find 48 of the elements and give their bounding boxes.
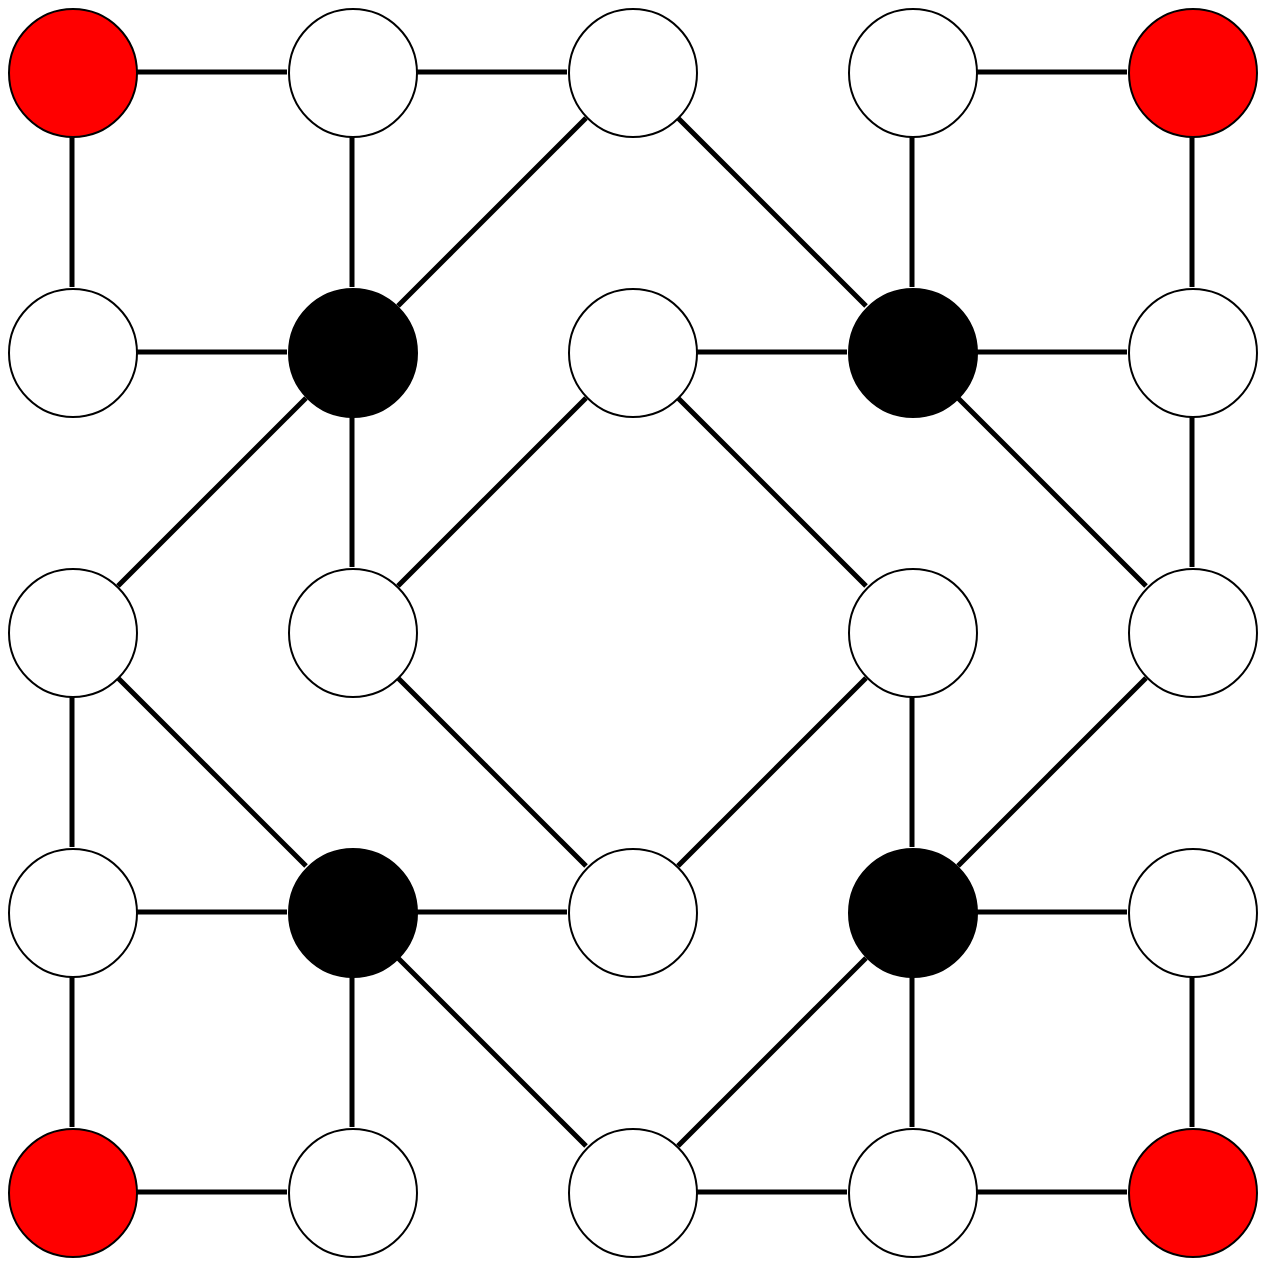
connector-line <box>417 69 567 75</box>
connector-line <box>349 137 355 287</box>
connector-line <box>977 909 1127 915</box>
connector-line <box>956 676 1148 868</box>
connector-line <box>676 956 868 1148</box>
connector-line <box>396 396 588 588</box>
connector-line <box>396 956 588 1148</box>
connector-line <box>909 697 915 847</box>
connector-line <box>417 909 567 915</box>
circle-node <box>287 287 417 417</box>
connector-line <box>116 396 308 588</box>
connector-line <box>676 676 868 868</box>
connector-line <box>137 909 287 915</box>
connector-line <box>676 116 868 308</box>
connector-line <box>977 349 1127 355</box>
connector-line <box>909 137 915 287</box>
connector-line <box>1189 977 1195 1127</box>
connector-line <box>977 69 1127 75</box>
connector-line <box>137 69 287 75</box>
connector-line <box>69 697 75 847</box>
circle-node <box>287 847 417 977</box>
connector-line <box>697 349 847 355</box>
circle-node <box>7 567 137 697</box>
connector-line <box>1189 137 1195 287</box>
circle-node <box>567 847 697 977</box>
connector-line <box>349 417 355 567</box>
circle-node <box>847 567 977 697</box>
circle-node <box>847 287 977 417</box>
circle-node <box>1127 567 1257 697</box>
connector-line <box>69 977 75 1127</box>
circle-node <box>567 7 697 137</box>
connector-line <box>116 676 308 868</box>
connector-line <box>396 676 588 868</box>
connector-line <box>977 1189 1127 1195</box>
circle-node <box>847 847 977 977</box>
connector-line <box>956 396 1148 588</box>
connector-line <box>396 116 588 308</box>
connector-line <box>137 349 287 355</box>
circle-node <box>567 1127 697 1257</box>
connector-line <box>69 137 75 287</box>
connector-line <box>1189 417 1195 567</box>
circle-node <box>287 567 417 697</box>
connector-line <box>676 396 868 588</box>
circle-node <box>567 287 697 417</box>
connector-line <box>909 977 915 1127</box>
connector-line <box>137 1189 287 1195</box>
connector-line <box>697 1189 847 1195</box>
connector-line <box>349 977 355 1127</box>
